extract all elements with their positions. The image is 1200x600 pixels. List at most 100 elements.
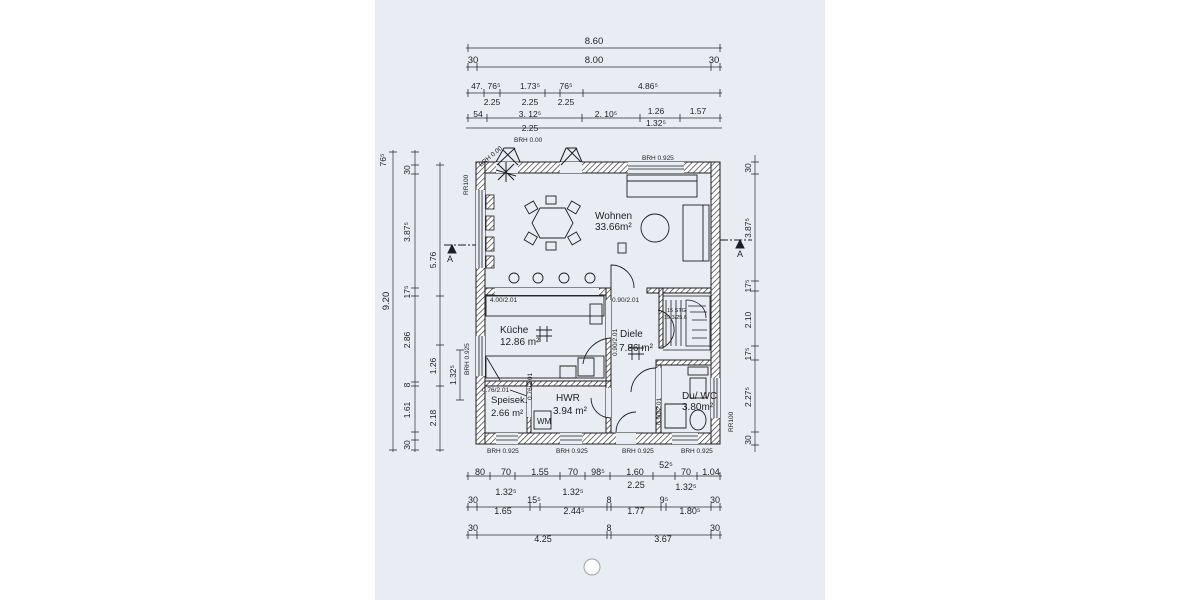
dim-top-r3l-c: 2.25 xyxy=(558,97,575,107)
wall-hall-top xyxy=(646,287,712,294)
dim-left-ii-a: 1.32⁵ xyxy=(448,365,458,385)
room-wohnen-name: Wohnen xyxy=(595,211,632,222)
dim-left-m-e: 2.86 xyxy=(402,331,412,348)
dim-bot-r3-a: 30 xyxy=(468,495,478,505)
dim-left-i-a: 5.76 xyxy=(428,251,438,268)
label-brh-top-2: BRH 0.00 xyxy=(514,137,543,144)
dim-left-i-c: 2.18 xyxy=(428,409,438,426)
dim-top-r2-c: 30 xyxy=(709,55,720,66)
dim-top-r3l-b: 2.25 xyxy=(522,97,539,107)
section-mark-left: A xyxy=(447,254,453,264)
wall-stair xyxy=(658,287,664,349)
room-speisek-area: 2.66 m² xyxy=(491,408,523,419)
label-brh-bottom-2: BRH 0.925 xyxy=(556,448,588,455)
dim-top-r4-e: 1.57 xyxy=(690,106,707,116)
label-brh-bottom-3: BRH 0.925 xyxy=(622,448,654,455)
dim-left-m-g: 1.61 xyxy=(402,401,412,418)
label-stairs-steps: 15 STG xyxy=(667,308,686,314)
dim-right-g: 30 xyxy=(743,435,753,445)
dims-left xyxy=(389,150,464,452)
dim-top-r2-a: 30 xyxy=(468,55,479,66)
room-hwr-name: HWR xyxy=(556,393,580,404)
label-door-vertical-1: 0.90/2.01 xyxy=(612,329,619,356)
floor-plan: 8.60 30 8.00 30 47. 76⁵ 1.73⁵ 76⁵ 4.86⁵ … xyxy=(378,36,759,576)
dim-bot-r3-f: 1.77 xyxy=(627,506,645,516)
dim-top-r4-c: 2. 10⁵ xyxy=(595,109,617,119)
dim-total-width: 8.60 xyxy=(585,36,604,47)
dims-bottom xyxy=(466,472,722,539)
label-brh-left: BRH 0.925 xyxy=(464,343,471,375)
punch-hole xyxy=(583,558,601,576)
dim-bot-r1-b: 70 xyxy=(501,467,511,477)
dim-bot-r4-d: 3.67 xyxy=(654,534,672,544)
dim-bot-r3-d: 2.44⁵ xyxy=(563,506,585,516)
room-labels: Wohnen 33.66m² Küche 12.86 m² Diele 7.86… xyxy=(491,211,717,426)
dim-top-r3-d: 76⁵ xyxy=(560,81,573,91)
label-door-speisek: 0.76/2.01 xyxy=(482,387,509,394)
stairs xyxy=(663,295,711,351)
room-diele-area: 7.86 m² xyxy=(619,343,654,354)
dim-bot-r4-e: 30 xyxy=(710,523,720,533)
wall-kitchen-bottom xyxy=(484,380,612,387)
dim-bot-r3-g: 9⁵ xyxy=(660,495,669,505)
label-brh-bottom-1: BRH 0.925 xyxy=(487,448,519,455)
dim-left-m-b: 30 xyxy=(402,165,412,175)
dining-table xyxy=(531,207,574,239)
label-door-kitchen: 4.00/2.01 xyxy=(490,297,517,304)
openings-cutouts xyxy=(476,162,720,444)
dim-top-r4l: 1.32⁵ xyxy=(646,118,666,128)
sofa xyxy=(626,174,698,198)
room-diele-name: Diele xyxy=(620,329,643,340)
dim-right-c: 17⁵ xyxy=(743,280,753,293)
furniture xyxy=(485,174,710,433)
dims-top xyxy=(466,44,722,129)
room-speisek-name: Speisek. xyxy=(491,395,527,406)
dim-bot-r3-e: 8 xyxy=(606,495,611,505)
label-door-diele: 0.90/2.01 xyxy=(612,297,639,304)
wall-wc-top xyxy=(655,359,712,366)
dims-left-labels: 9.20 76⁵ 30 3.87⁵ 17⁵ 2.86 8 1.61 30 5.7… xyxy=(378,154,458,450)
dim-bot-r3-c: 15⁵ xyxy=(527,495,541,505)
dim-right-f: 2.27⁵ xyxy=(743,387,753,407)
section-line xyxy=(444,238,752,254)
dims-right-labels: 30 3.87⁵ 17⁵ 2.10 17⁵ 2.27⁵ 30 xyxy=(743,163,753,445)
label-rr-bottom-right: RR100 xyxy=(728,411,735,432)
dims-bottom-labels: 80 70 1.55 70 98⁵ 1.60 52⁵ 70 1.04 1.32⁵… xyxy=(468,460,720,544)
dim-right-a: 30 xyxy=(743,163,753,173)
dim-bot-r2-d: 1.32⁵ xyxy=(675,482,697,492)
dim-right-d: 2.10 xyxy=(743,311,753,328)
dim-bot-r1-g: 52⁵ xyxy=(659,460,673,470)
dim-left-m-a: 76⁵ xyxy=(378,154,388,167)
dim-right-e: 17⁵ xyxy=(743,348,753,361)
dim-left-m-d: 17⁵ xyxy=(402,286,412,299)
label-door-wc: 0.90/2.01 xyxy=(656,398,663,425)
dim-bot-r3-h: 1.80⁵ xyxy=(679,506,701,516)
label-brh-top-right: BRH 0.925 xyxy=(642,155,674,162)
dim-top-r3-e: 4.86⁵ xyxy=(638,81,658,91)
dim-top-r2-b: 8.00 xyxy=(585,55,604,66)
dim-top-r3-c: 1.73⁵ xyxy=(520,81,540,91)
washer xyxy=(533,410,552,430)
dim-bot-r1-a: 80 xyxy=(475,467,485,477)
dim-bot-r1-f: 1.60 xyxy=(626,467,644,477)
light-star xyxy=(495,162,517,182)
dim-top-r3-b: 76⁵ xyxy=(488,81,501,91)
room-duwc-name: Du/ WC xyxy=(682,391,717,402)
dim-bot-r2-b: 1.32⁵ xyxy=(562,487,584,497)
dim-left-m-c: 3.87⁵ xyxy=(402,222,412,242)
wall-right xyxy=(710,161,721,445)
paper-sheet: 8.60 30 8.00 30 47. 76⁵ 1.73⁵ 76⁵ 4.86⁵ … xyxy=(375,0,825,600)
dim-top-r3-a: 47. xyxy=(471,81,483,91)
dim-bot-r1-d: 70 xyxy=(568,467,578,477)
dim-bot-r4-b: 4.25 xyxy=(534,534,552,544)
dim-bot-r1-e: 98⁵ xyxy=(591,467,605,477)
room-kueche-area: 12.86 m² xyxy=(500,337,540,348)
dim-bot-r4-a: 30 xyxy=(468,523,478,533)
label-brh-bottom-4: BRH 0.925 xyxy=(681,448,713,455)
section-mark-right: A xyxy=(737,249,743,259)
dim-bot-r2-a: 1.32⁵ xyxy=(495,487,517,497)
room-duwc-area: 3.80m² xyxy=(682,402,714,413)
washer-label: WM xyxy=(537,417,552,426)
dims-top-labels: 8.60 30 8.00 30 47. 76⁵ 1.73⁵ 76⁵ 4.86⁵ … xyxy=(468,36,720,133)
dim-bot-r1-h: 70 xyxy=(681,467,691,477)
